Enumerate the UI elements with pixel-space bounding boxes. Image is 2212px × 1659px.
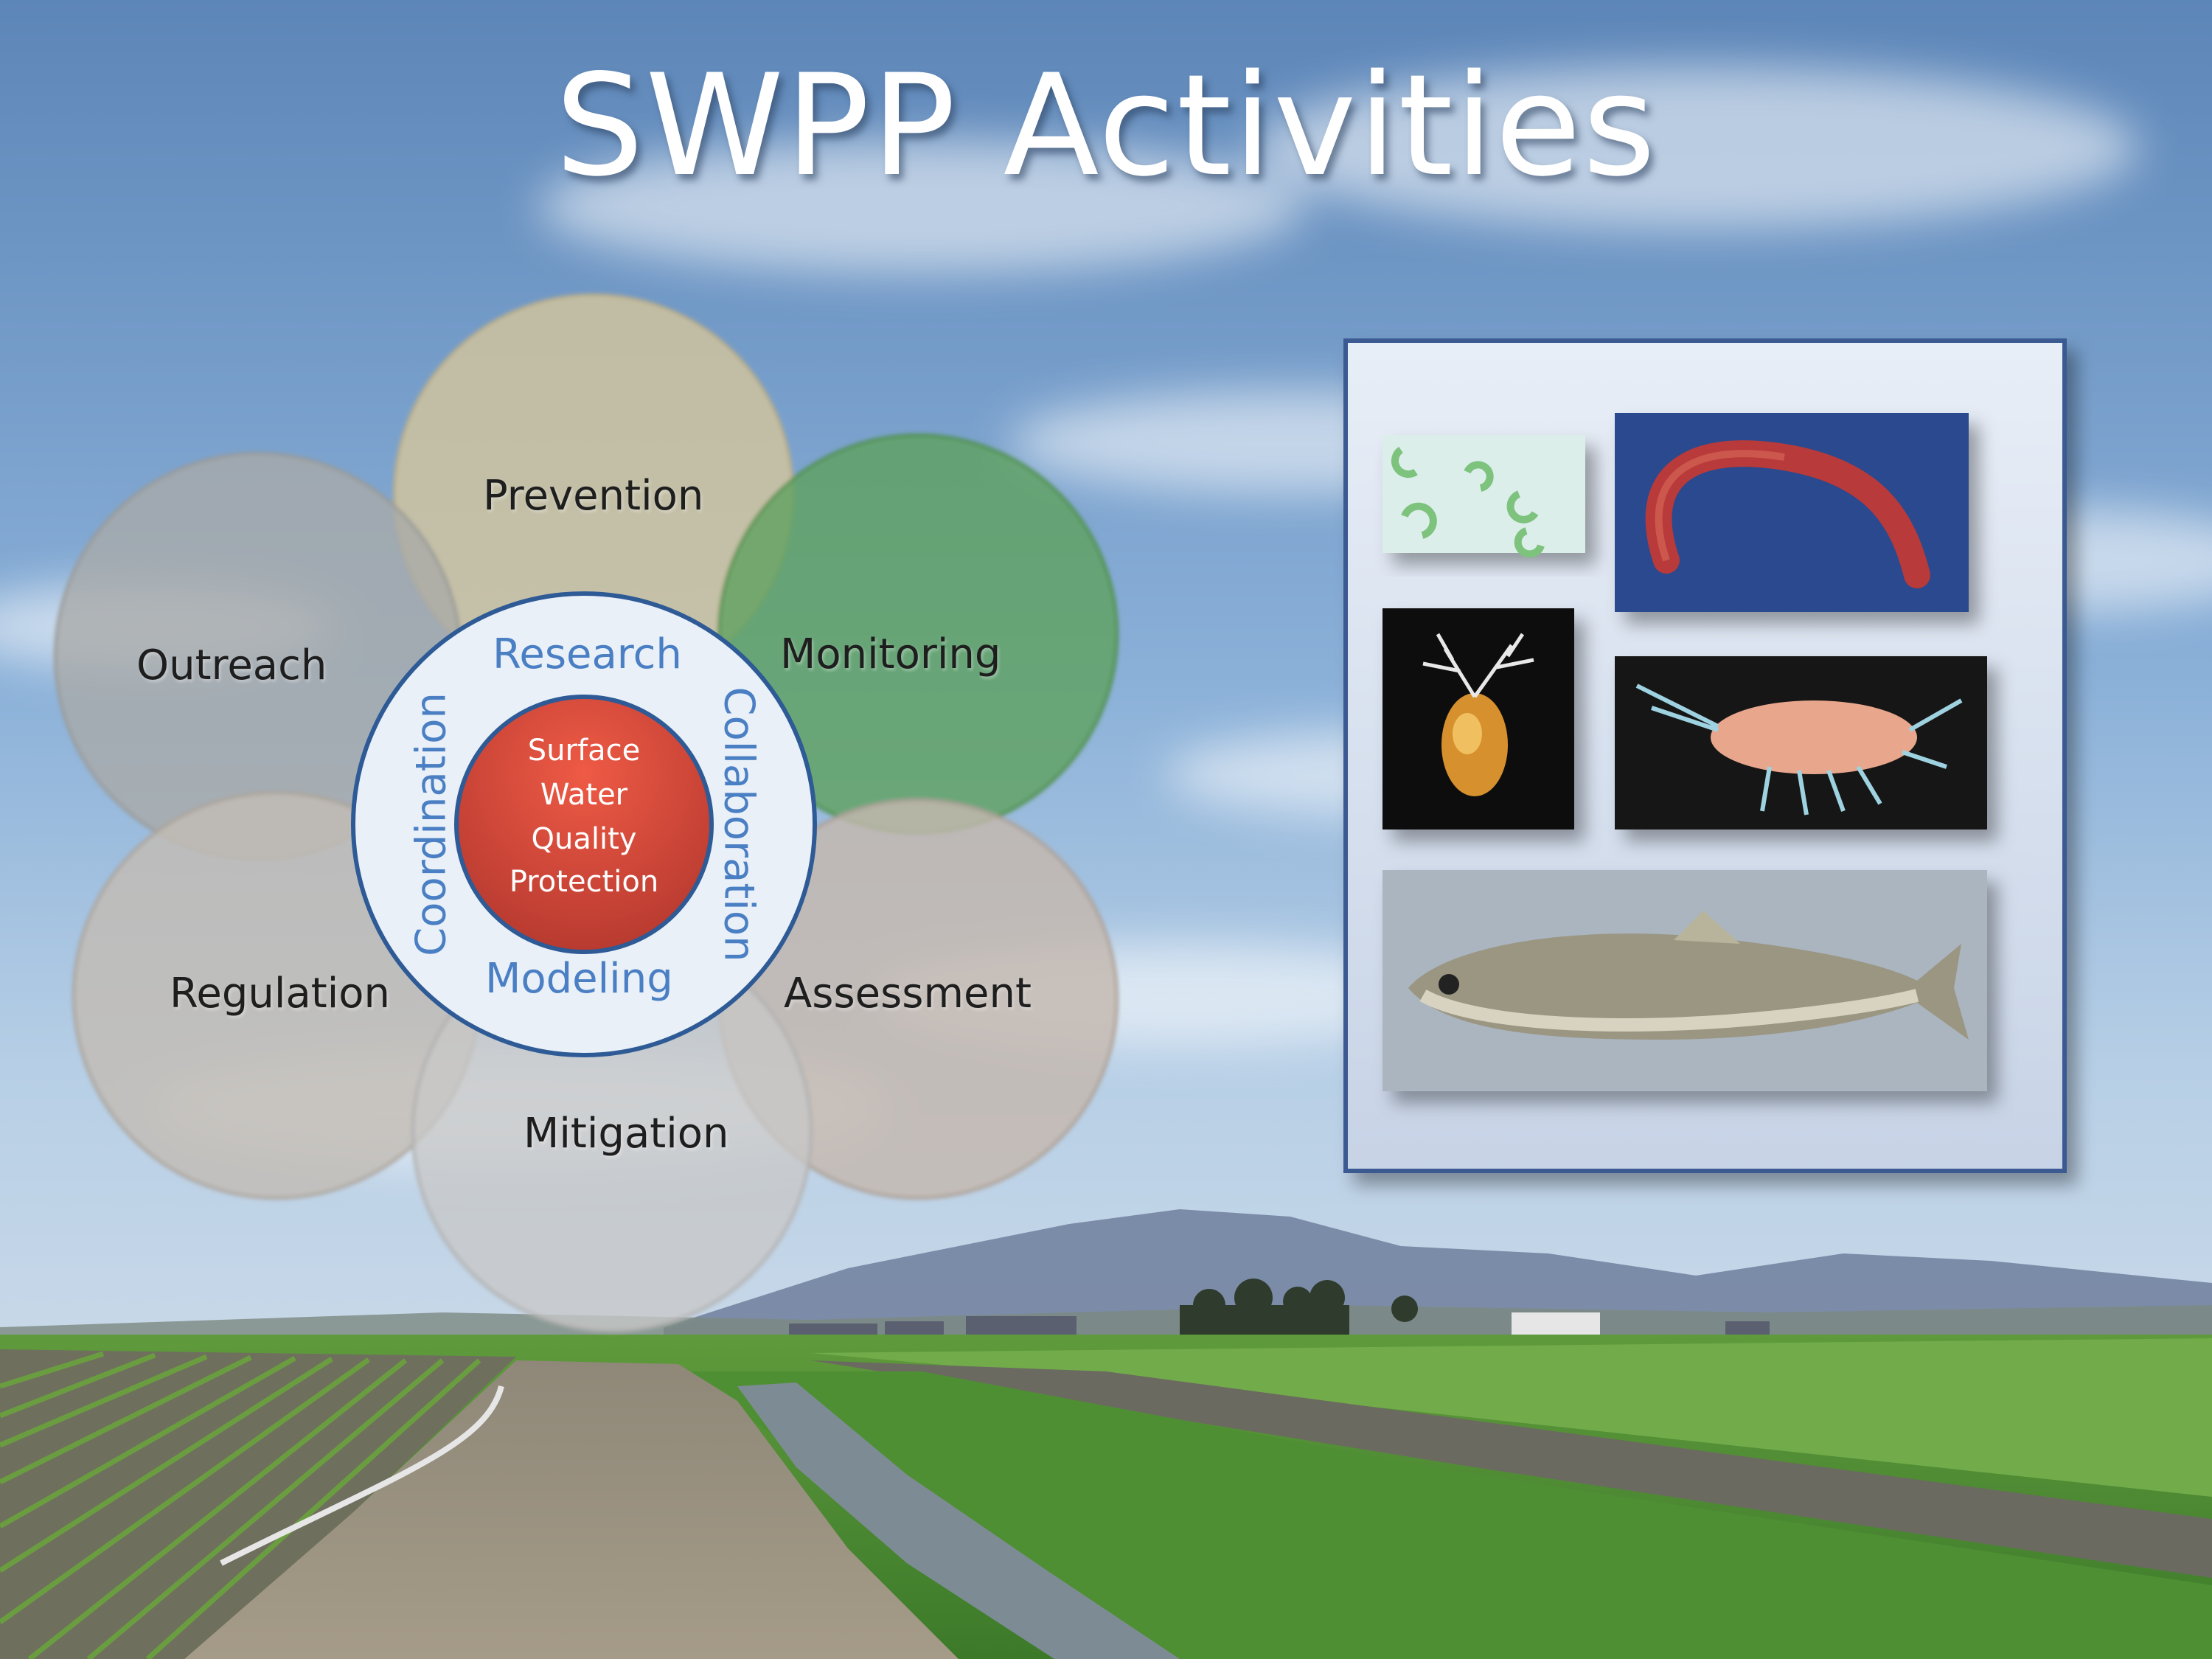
dirt-road-right	[811, 1360, 2212, 1578]
core-label-protection: Protection	[509, 865, 659, 899]
petal-label-outreach: Outreach	[136, 641, 327, 689]
petal-label-regulation: Regulation	[170, 970, 391, 1018]
amphipod-photo	[1615, 656, 1987, 830]
petal-label-mitigation: Mitigation	[524, 1110, 729, 1158]
petal-label-prevention: Prevention	[483, 472, 704, 520]
ring-label-collaboration: Collaboration	[714, 686, 763, 962]
ring-label-modeling: Modeling	[485, 955, 673, 1003]
petal-label-monitoring: Monitoring	[780, 630, 1001, 678]
core-label-quality: Quality	[531, 822, 637, 856]
core-label-surface: Surface	[527, 734, 641, 768]
right-green-field	[811, 1338, 2212, 1497]
water-channel	[737, 1382, 1180, 1659]
water-flea-photo	[1382, 608, 1574, 830]
activity-petals	[54, 293, 1119, 1332]
dirt-road-left	[184, 1360, 959, 1659]
core-circle	[454, 695, 714, 954]
organism-photo-panel	[1343, 338, 2067, 1173]
algae-photo	[1382, 435, 1585, 558]
fish-photo	[1382, 870, 1987, 1091]
trees	[1180, 1279, 1418, 1335]
midge-larva-photo	[1615, 413, 1969, 612]
core-label-water: Water	[540, 778, 628, 812]
ring-label-research: Research	[493, 630, 682, 678]
irrigation-pipe	[220, 1385, 504, 1566]
ring-label-coordination: Coordination	[407, 692, 456, 956]
petal-label-assessment: Assessment	[784, 970, 1032, 1018]
crop-rows	[0, 1351, 481, 1659]
mountain-range	[664, 1209, 2212, 1342]
slide-title: SWPP Activities	[554, 44, 1658, 207]
